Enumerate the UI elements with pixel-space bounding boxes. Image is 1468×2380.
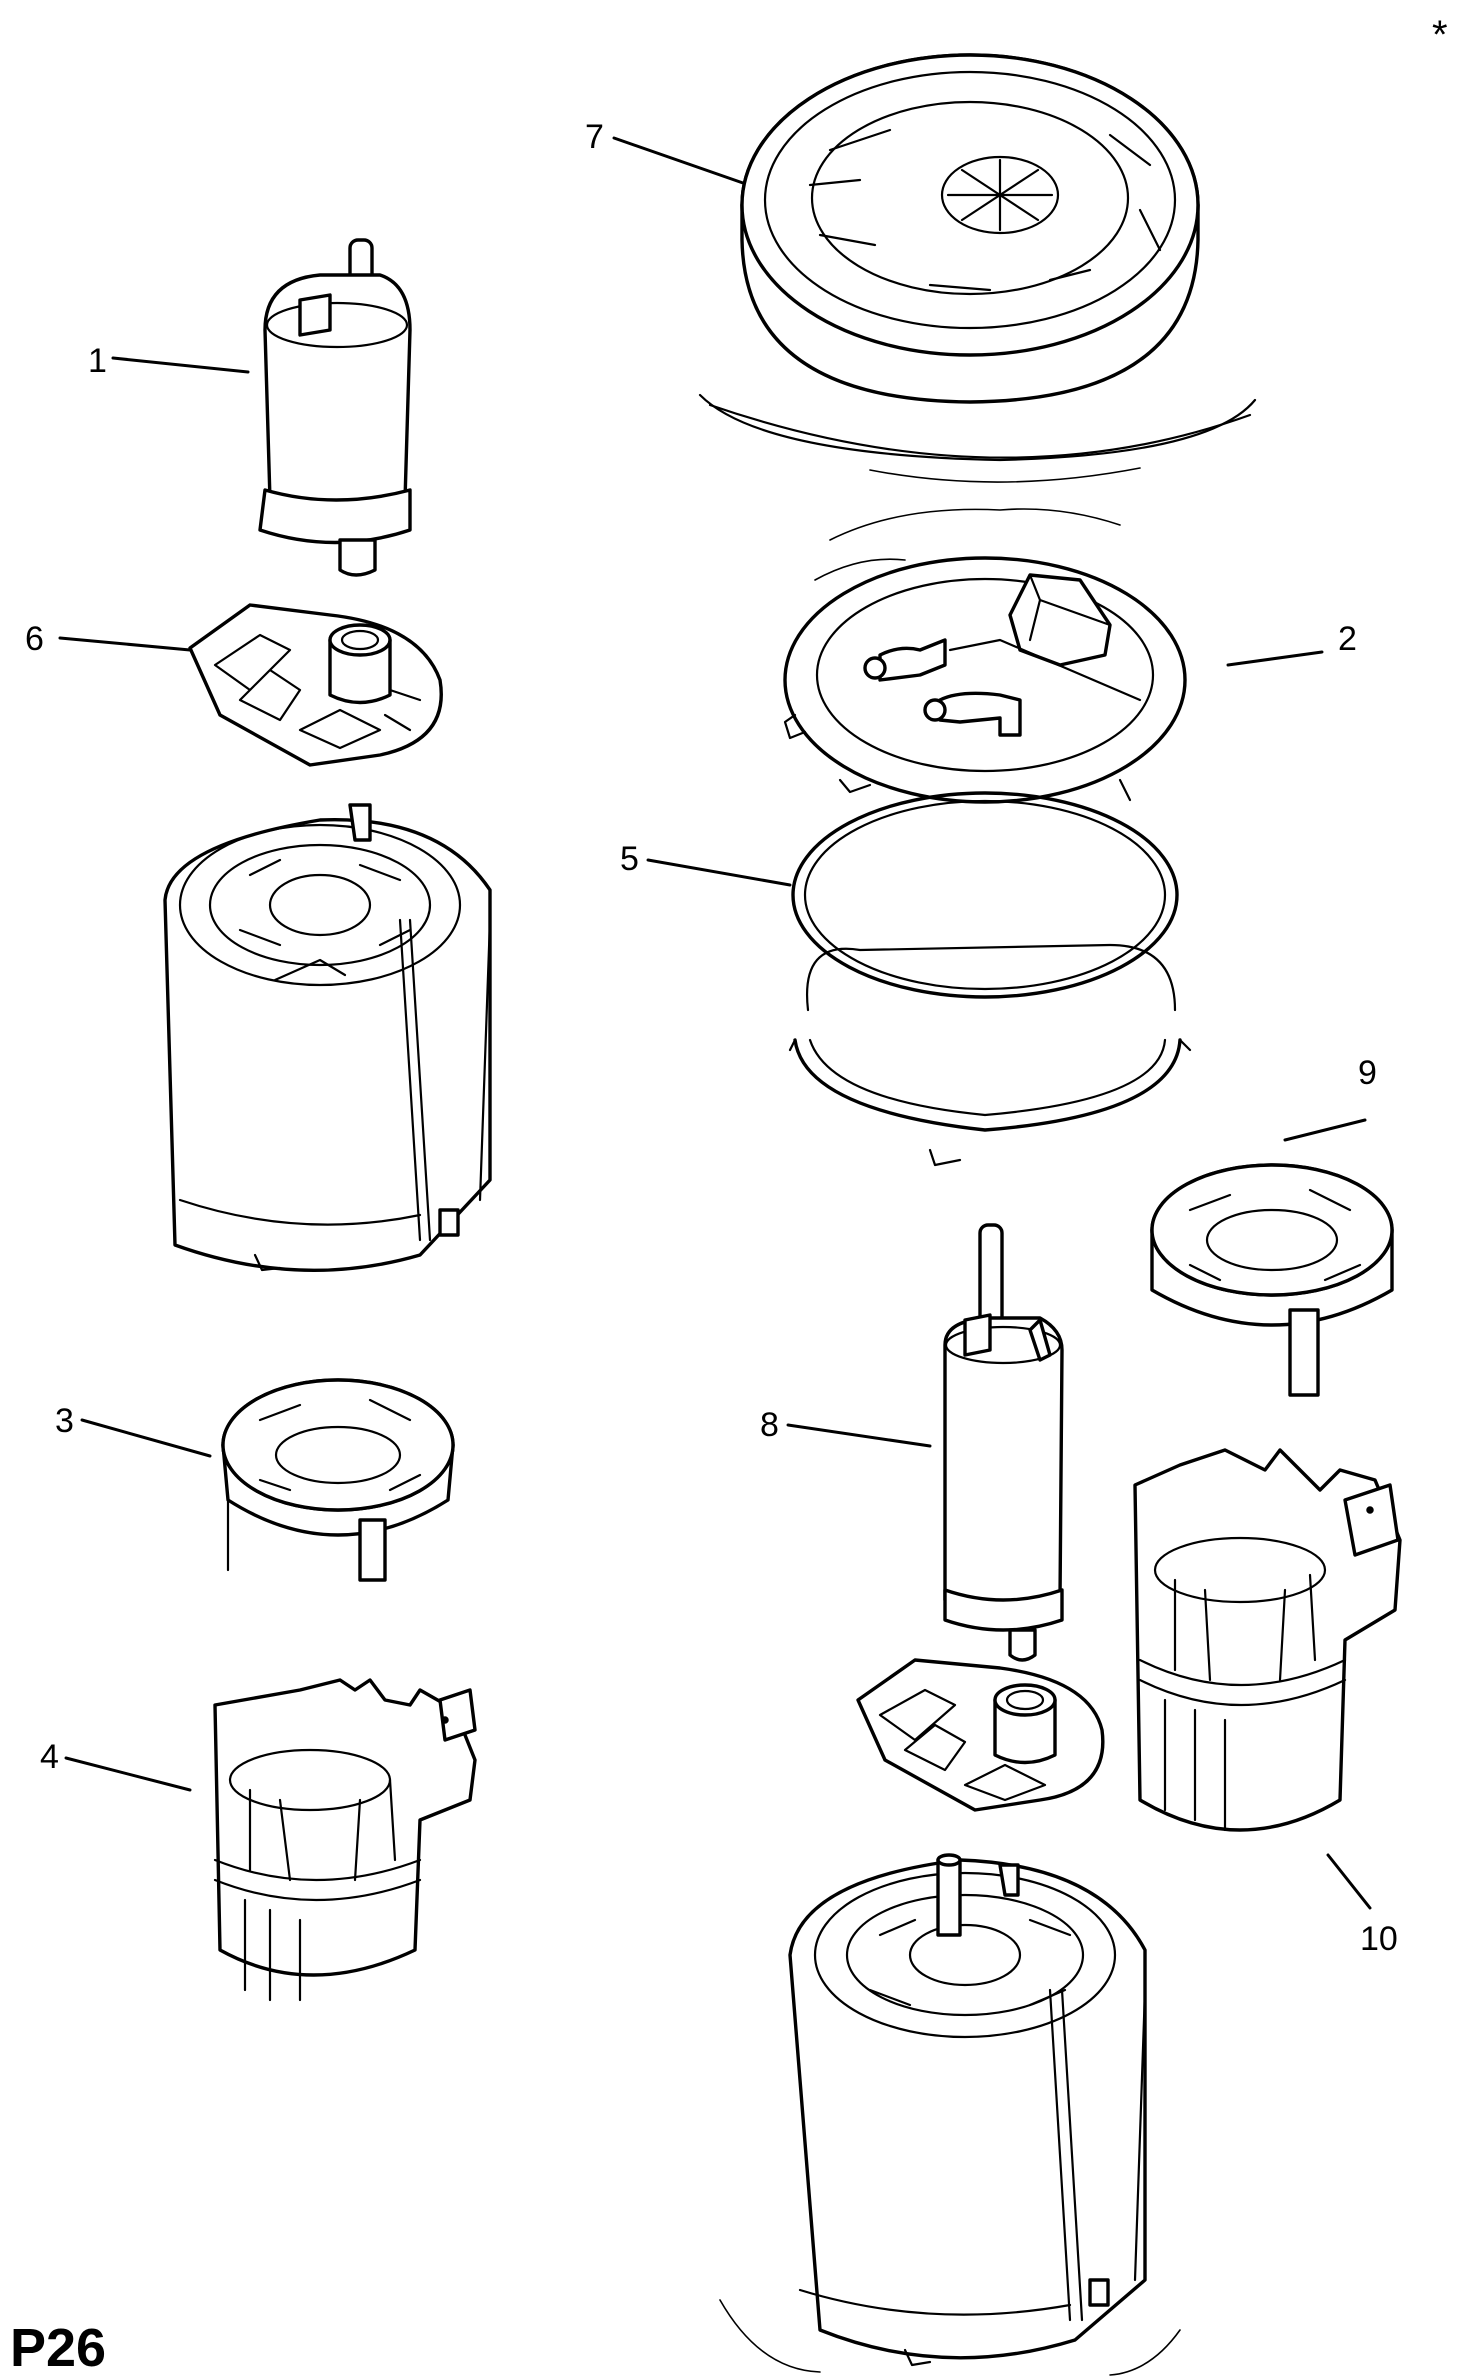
leader-3 xyxy=(80,1418,212,1458)
leader-6 xyxy=(58,636,192,652)
page-code: P26 xyxy=(10,2318,106,2378)
reservoir-left xyxy=(163,803,492,1273)
leader-4 xyxy=(64,1756,192,1792)
leader-10 xyxy=(1326,1853,1372,1910)
leader-9 xyxy=(1283,1118,1367,1142)
sealing-ring xyxy=(788,791,1192,1167)
retaining-ring-right xyxy=(1150,1163,1394,1397)
pump-mounting-lid xyxy=(783,508,1187,804)
leader-7 xyxy=(612,136,745,185)
callout-7: 7 xyxy=(585,118,604,156)
pump-holder-right xyxy=(1133,1448,1402,1832)
fuel-pump-upper xyxy=(258,238,412,577)
leader-lines xyxy=(58,136,1372,1910)
reservoir-right xyxy=(719,1853,1181,2376)
leader-8 xyxy=(786,1423,932,1448)
callout-10: 10 xyxy=(1360,1920,1398,1958)
leader-5 xyxy=(646,858,792,887)
fuel-pump-lower xyxy=(943,1223,1064,1662)
tank-lid xyxy=(698,53,1257,483)
callout-labels: 1 2 3 4 5 6 7 8 9 10 xyxy=(25,118,1398,1958)
callout-6: 6 xyxy=(25,620,44,658)
filter-plate-left xyxy=(188,603,443,767)
callout-2: 2 xyxy=(1338,620,1357,658)
retaining-ring-left xyxy=(221,1378,455,1582)
callout-5: 5 xyxy=(620,840,639,878)
callout-9: 9 xyxy=(1358,1054,1377,1092)
corner-asterisk: * xyxy=(1432,13,1448,57)
callout-3: 3 xyxy=(55,1402,74,1440)
pump-holder-left xyxy=(213,1678,477,2002)
callout-4: 4 xyxy=(40,1738,59,1776)
leader-2 xyxy=(1226,650,1324,667)
filter-plate-right xyxy=(856,1658,1105,1812)
callout-8: 8 xyxy=(760,1406,779,1444)
leader-1 xyxy=(111,356,250,374)
callout-1: 1 xyxy=(88,342,107,380)
